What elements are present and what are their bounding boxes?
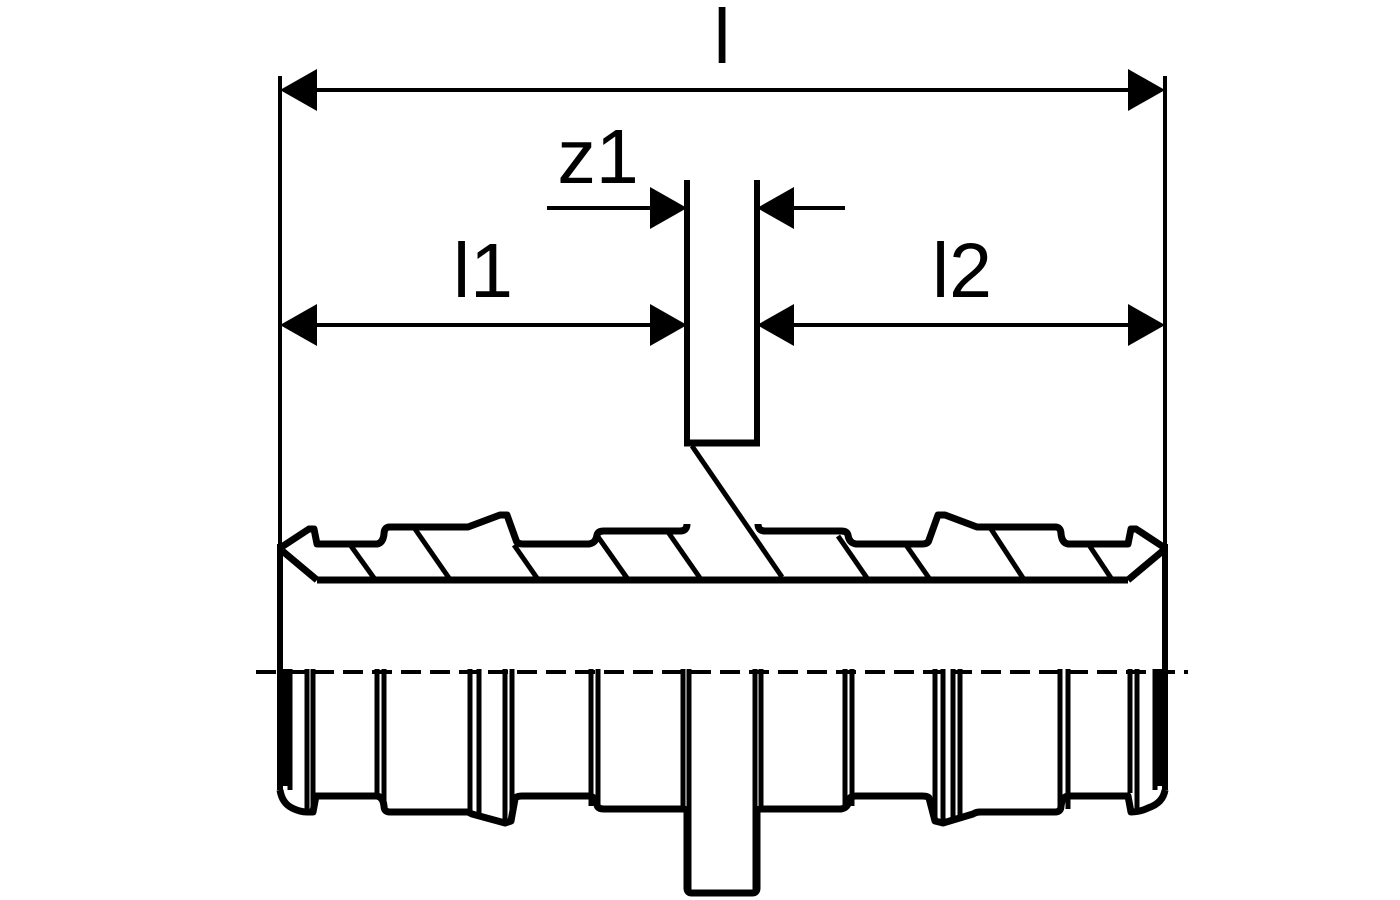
- arrowhead-l1-right-icon: [650, 304, 687, 346]
- arrowhead-left-icon: [280, 69, 317, 111]
- hatch-line: [689, 444, 785, 579]
- arrowhead-l2-left-icon: [757, 304, 794, 346]
- arrowhead-l2-right-icon: [1128, 304, 1165, 346]
- dimension-z1: z1: [547, 114, 845, 441]
- arrowhead-z1-left-icon: [650, 187, 687, 229]
- section-hatching: [348, 444, 1114, 580]
- fitting-lower-exterior: [276, 669, 1169, 897]
- hatch-line: [903, 543, 932, 580]
- barb-profile-left: [278, 511, 691, 551]
- dimension-z1-label: z1: [557, 114, 638, 200]
- hatch-line: [1086, 543, 1114, 580]
- arrowhead-z1-right-icon: [757, 187, 794, 229]
- end-chamfer-right: [1125, 546, 1168, 583]
- arrowhead-right-icon: [1128, 69, 1165, 111]
- hatch-line: [835, 534, 870, 580]
- hatch-line: [412, 527, 452, 580]
- fitting-upper-section: [277, 439, 1168, 790]
- barb-profile-right: [754, 511, 1167, 551]
- hatch-line: [665, 530, 703, 580]
- end-chamfer-left: [277, 546, 320, 583]
- hatch-line: [988, 527, 1026, 580]
- hatch-line: [348, 544, 377, 580]
- arrowhead-l1-left-icon: [280, 304, 317, 346]
- dimension-l2-label: l2: [932, 228, 992, 314]
- hatch-line: [511, 543, 540, 580]
- dimension-l: l: [278, 0, 1167, 544]
- dimension-l2: l2: [757, 228, 1165, 346]
- dimension-l1-label: l1: [453, 228, 513, 314]
- dimension-l1: l1: [280, 228, 687, 346]
- hatch-line: [593, 532, 630, 580]
- dimension-l-label: l: [713, 0, 730, 80]
